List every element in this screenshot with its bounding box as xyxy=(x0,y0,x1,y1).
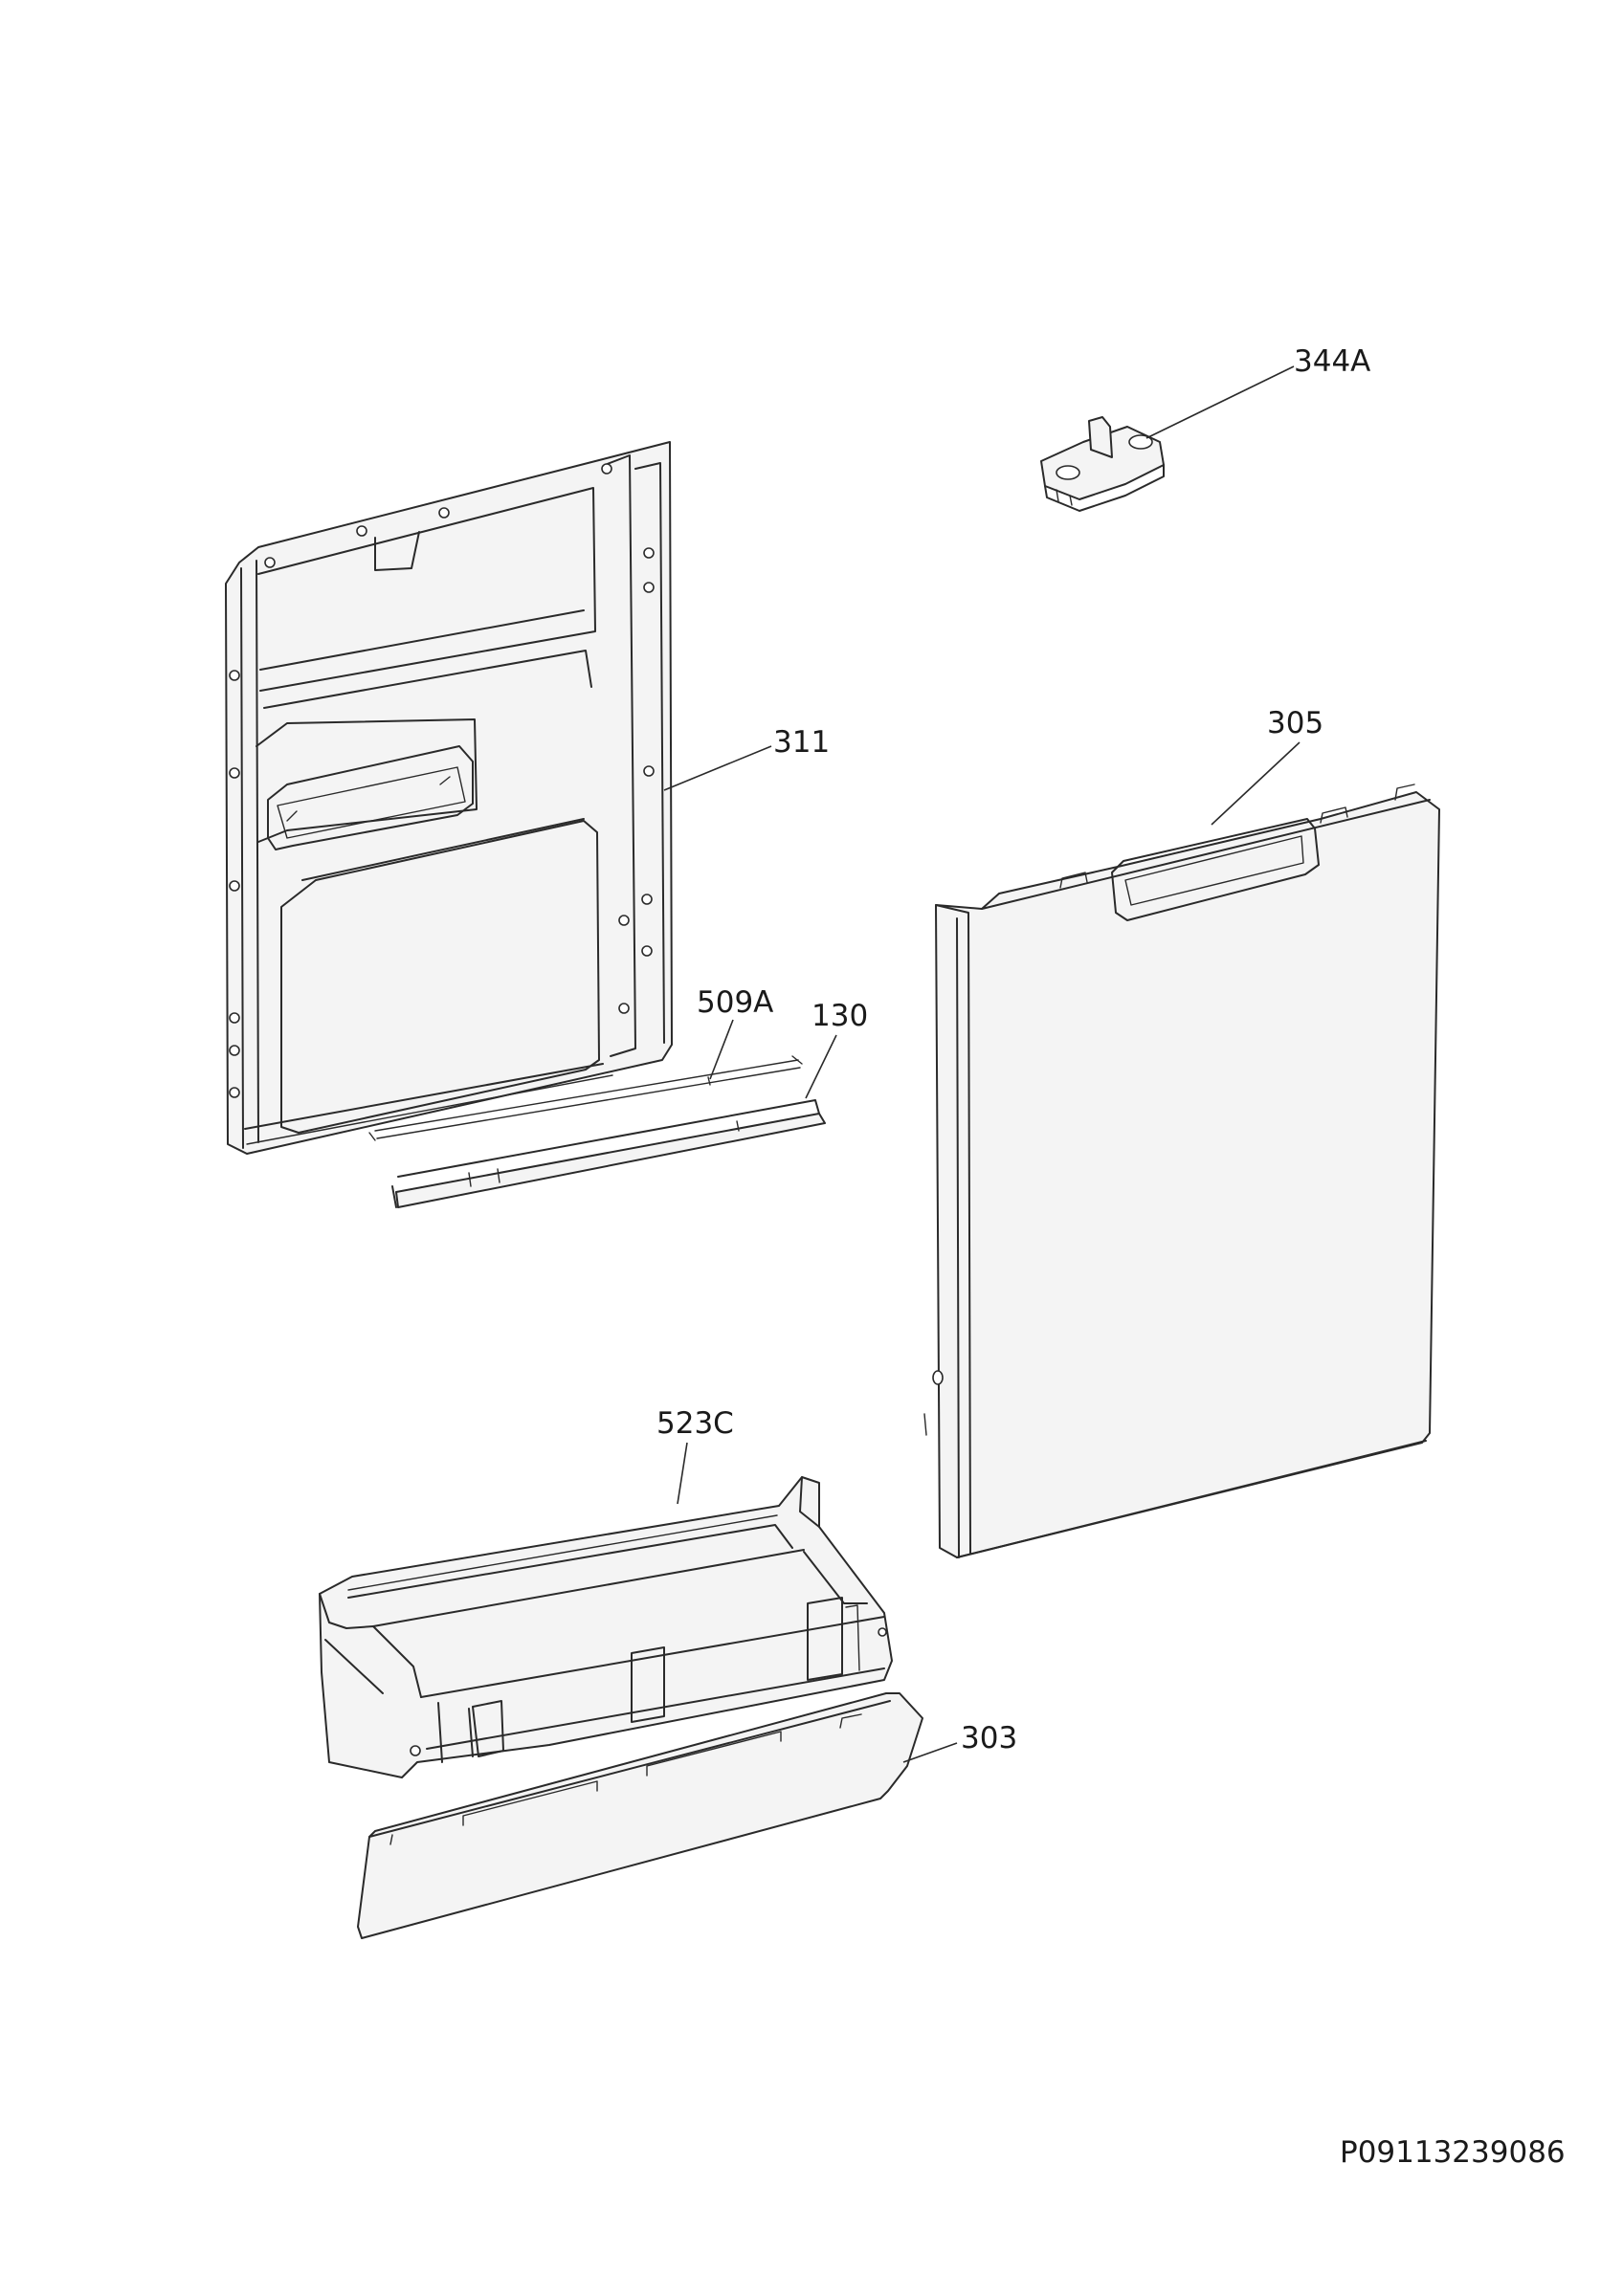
part-311-inner-door xyxy=(225,441,673,1155)
callout-311: 311 xyxy=(773,725,830,760)
drawing-code: P09113239086 xyxy=(1340,2135,1566,2170)
part-130-seal-strip xyxy=(391,1099,826,1208)
callout-303: 303 xyxy=(961,1721,1017,1755)
leader-303 xyxy=(902,1742,958,1763)
part-523C-lower-housing xyxy=(319,1476,893,1778)
leader-305 xyxy=(1211,741,1301,826)
leader-523C xyxy=(677,1442,688,1505)
leader-344A xyxy=(1145,365,1295,439)
callout-344A: 344A xyxy=(1294,344,1370,379)
leader-130 xyxy=(805,1034,837,1099)
part-509A-wire xyxy=(368,1055,803,1141)
leader-509A xyxy=(709,1019,734,1080)
leader-311 xyxy=(663,745,772,791)
callout-130: 130 xyxy=(812,999,868,1033)
callout-523C: 523C xyxy=(656,1406,734,1441)
callout-509A: 509A xyxy=(697,985,773,1020)
part-303-kick-plate xyxy=(357,1692,923,1939)
part-344A-clip xyxy=(1040,416,1165,512)
callout-305: 305 xyxy=(1267,706,1323,740)
part-305-door-panel xyxy=(923,784,1440,1558)
